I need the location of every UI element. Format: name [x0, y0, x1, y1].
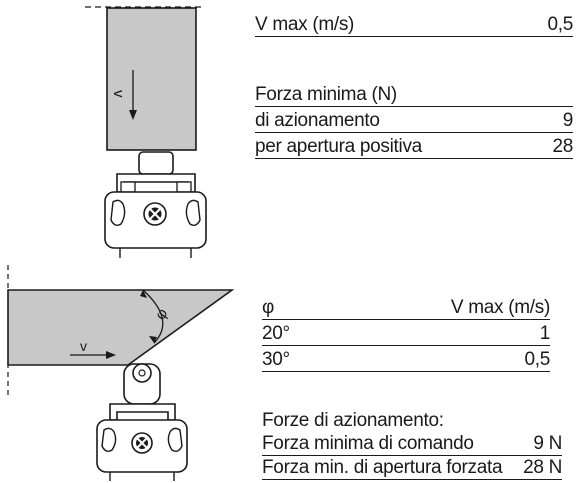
force-title: Forza minima (N) — [255, 84, 397, 105]
vmax-label: V max (m/s) — [255, 14, 355, 35]
angle-vmax-value: 0,5 — [524, 349, 550, 370]
vmax-value: 0,5 — [547, 14, 573, 35]
angle-table-row: 20° 1 — [262, 323, 550, 346]
force-row: per apertura positiva 28 — [255, 136, 573, 159]
angle-value: 30° — [262, 349, 290, 370]
force-row: di azionamento 9 — [255, 110, 573, 133]
vertical-actuator-diagram: v — [85, 6, 207, 258]
actuation-value: 9 N — [533, 433, 562, 454]
actuator-bar — [106, 7, 197, 151]
actuation-label: Forza minima di comando — [262, 433, 474, 454]
actuation-row: Forza minima di comando 9 N — [262, 433, 562, 456]
actuation-row: Forza min. di apertura forzata 28 N — [262, 457, 562, 480]
velocity-label: v — [110, 90, 127, 98]
angle-table-header: φ V max (m/s) — [262, 297, 550, 320]
actuation-value: 28 N — [523, 457, 562, 478]
cam-bar — [7, 289, 235, 366]
actuation-title-row: Forze di azionamento: — [262, 410, 562, 432]
force-row-value: 9 — [562, 110, 574, 131]
velocity-label-bottom: v — [80, 338, 87, 354]
angle-value: 20° — [262, 323, 290, 344]
force-title-row: Forza minima (N) — [255, 84, 573, 107]
actuation-label: Forza min. di apertura forzata — [262, 457, 503, 478]
plunger — [138, 151, 174, 175]
angle-column-header: φ — [262, 297, 275, 318]
arrow-down-icon — [129, 110, 137, 120]
force-row-label: di azionamento — [255, 110, 380, 131]
vmax-row: V max (m/s) 0,5 — [255, 14, 573, 37]
force-row-label: per apertura positiva — [255, 136, 422, 157]
actuation-title: Forze di azionamento: — [262, 410, 444, 431]
vmax-column-header: V max (m/s) — [450, 297, 550, 318]
angle-table-row: 30° 0,5 — [262, 349, 550, 372]
cam-actuator-diagram: φ v — [7, 265, 235, 481]
force-row-value: 28 — [552, 136, 573, 157]
arrow-right-icon — [106, 351, 116, 359]
angle-vmax-value: 1 — [539, 323, 551, 344]
